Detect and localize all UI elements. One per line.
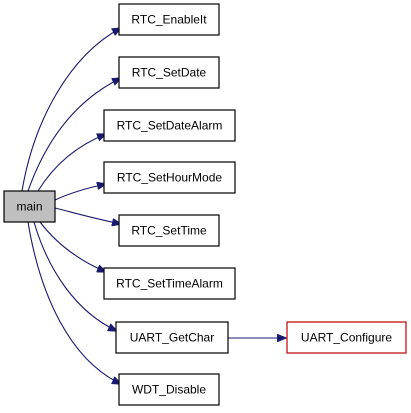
edge-main-to-wdt-disable — [27, 221, 121, 384]
node-box-main[interactable] — [3, 190, 56, 223]
edge-main-to-rtc-setdatealarm — [37, 134, 106, 192]
node-box-wdt-disable[interactable] — [118, 373, 220, 406]
node-label-rtc-settime: RTC_SetTime — [131, 224, 207, 238]
node-box-rtc-setdate[interactable] — [118, 56, 220, 89]
node-rtc-setdate[interactable]: RTC_SetDate — [118, 56, 220, 89]
edge-main-to-rtc-setdate — [27, 78, 121, 192]
node-box-rtc-settime[interactable] — [118, 214, 220, 247]
node-label-rtc-settimealarm: RTC_SetTimeAlarm — [116, 277, 223, 291]
node-label-rtc-sethourmode: RTC_SetHourMode — [117, 171, 222, 185]
node-box-rtc-sethourmode[interactable] — [103, 161, 236, 194]
node-label-main: main — [16, 200, 42, 214]
node-box-uart-configure[interactable] — [286, 321, 407, 354]
node-uart-configure[interactable]: UART_Configure — [286, 321, 407, 354]
nodes-layer: main RTC_EnableItRTC_SetDateRTC_SetDateAl… — [3, 3, 407, 406]
node-rtc-settime[interactable]: RTC_SetTime — [118, 214, 220, 247]
node-rtc-setdatealarm[interactable]: RTC_SetDateAlarm — [103, 109, 236, 142]
edge-main-to-rtc-sethourmode — [54, 184, 106, 201]
node-label-rtc-setdate: RTC_SetDate — [132, 66, 207, 80]
node-label-rtc-setdatealarm: RTC_SetDateAlarm — [117, 119, 223, 133]
node-box-rtc-settimealarm[interactable] — [103, 267, 236, 300]
node-label-wdt-disable: WDT_Disable — [132, 383, 206, 397]
edges-layer — [21, 28, 286, 384]
node-rtc-settimealarm[interactable]: RTC_SetTimeAlarm — [103, 267, 236, 300]
node-label-rtc-enableit: RTC_EnableIt — [131, 13, 207, 27]
node-rtc-sethourmode[interactable]: RTC_SetHourMode — [103, 161, 236, 194]
node-box-rtc-setdatealarm[interactable] — [103, 109, 236, 142]
node-label-uart-configure: UART_Configure — [301, 331, 392, 345]
node-wdt-disable[interactable]: WDT_Disable — [118, 373, 220, 406]
node-rtc-enableit[interactable]: RTC_EnableIt — [118, 3, 220, 36]
node-box-rtc-enableit[interactable] — [118, 3, 220, 36]
edge-main-to-rtc-settime — [54, 207, 121, 224]
edge-main-to-rtc-enableit — [21, 28, 121, 192]
node-uart-getchar[interactable]: UART_GetChar — [115, 321, 229, 354]
edge-main-to-rtc-settimealarm — [39, 221, 106, 272]
node-label-uart-getchar: UART_GetChar — [130, 331, 214, 345]
edge-main-to-uart-getchar — [33, 221, 117, 331]
node-main[interactable]: main — [3, 190, 56, 223]
node-box-uart-getchar[interactable] — [115, 321, 229, 354]
